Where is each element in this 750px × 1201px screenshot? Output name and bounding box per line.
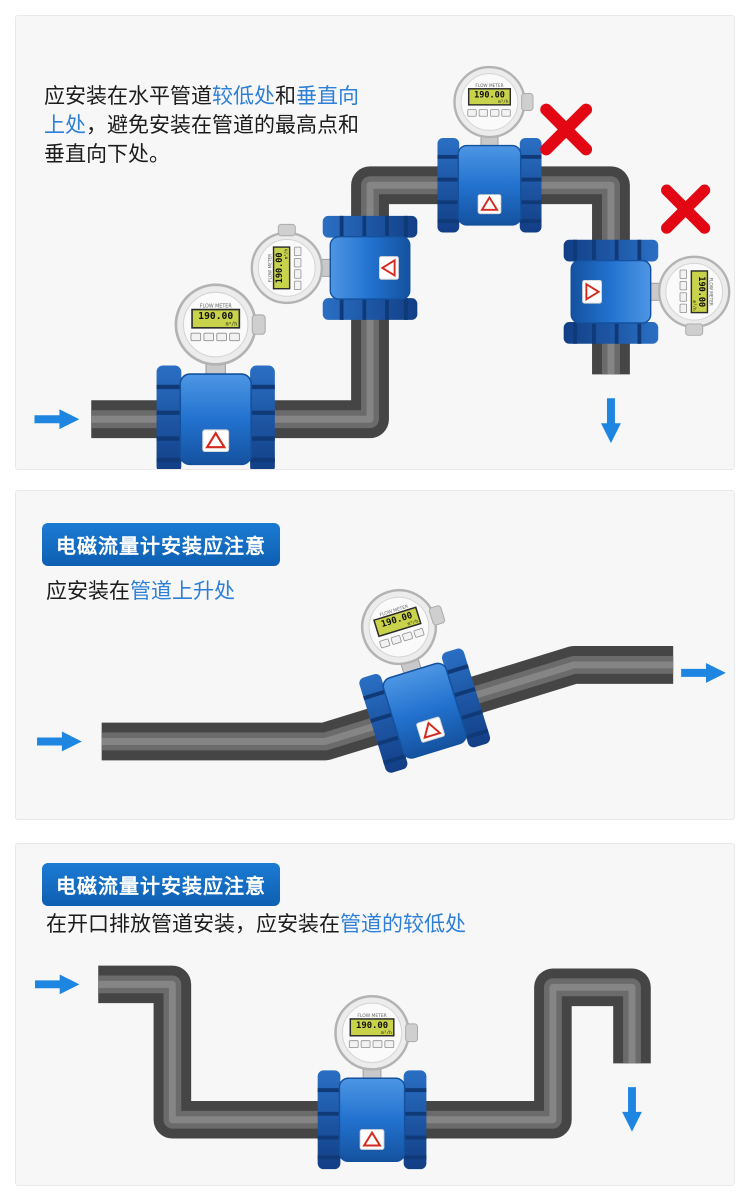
flow-down-arrow-icon	[601, 398, 621, 443]
flowmeter-vertical-down-wrong	[561, 237, 732, 346]
text-segment: 应安装在水平管道	[44, 84, 212, 108]
flow-in-arrow-icon	[37, 732, 82, 752]
text-segment-highlight: 垂直向	[296, 84, 359, 108]
text-segment: 垂直向下处。	[44, 142, 170, 166]
flow-out-arrow-icon	[681, 663, 726, 683]
error-x-icon	[667, 190, 705, 228]
text-line: 上处，避免安装在管道的最高点和	[44, 111, 359, 140]
panel3-caption: 在开口排放管道安装，应安装在管道的较低处	[46, 908, 466, 938]
text-segment: 和	[275, 84, 296, 108]
panel1-description: 应安装在水平管道较低处和垂直向 上处，避免安装在管道的最高点和 垂直向下处。	[44, 82, 359, 169]
flowmeter-horizontal-low-correct	[157, 285, 275, 469]
flowmeter-vertical-up-correct	[249, 213, 420, 322]
panel-rising-pipe-installation: 电磁流量计安装应注意 应安装在管道上升处	[15, 490, 735, 820]
panel2-diagram	[16, 573, 734, 777]
text-line: 应安装在水平管道较低处和垂直向	[44, 82, 359, 111]
text-segment: ，避免安装在管道的最高点和	[86, 113, 359, 137]
notice-badge: 电磁流量计安装应注意	[42, 523, 280, 566]
panel2-caption: 应安装在管道上升处	[46, 575, 235, 605]
flow-in-arrow-icon	[35, 409, 80, 429]
panel-open-discharge-installation: 电磁流量计安装应注意 在开口排放管道安装，应安装在管道的较低处	[15, 843, 735, 1186]
panel3-diagram	[16, 965, 651, 1172]
flowmeter-high-point-wrong	[435, 65, 544, 235]
notice-badge: 电磁流量计安装应注意	[42, 863, 280, 906]
error-x-icon	[546, 110, 586, 150]
panel1-diagram	[16, 65, 732, 469]
flow-in-arrow-icon	[35, 974, 79, 994]
text-segment-highlight: 管道上升处	[130, 579, 235, 603]
flowmeter-low-point-correct	[315, 994, 429, 1172]
pipe-run	[98, 965, 651, 1139]
text-segment-highlight: 管道的较低处	[340, 912, 466, 936]
text-segment: 在开口排放管道安装，应安装在	[46, 912, 340, 936]
text-line: 垂直向下处。	[44, 140, 359, 169]
text-segment: 应安装在	[46, 579, 130, 603]
panel-horizontal-installation: 应安装在水平管道较低处和垂直向 上处，避免安装在管道的最高点和 垂直向下处。	[15, 15, 735, 470]
text-segment-highlight: 较低处	[212, 84, 275, 108]
flow-down-arrow-icon	[622, 1087, 642, 1131]
text-segment-highlight: 上处	[44, 113, 86, 137]
